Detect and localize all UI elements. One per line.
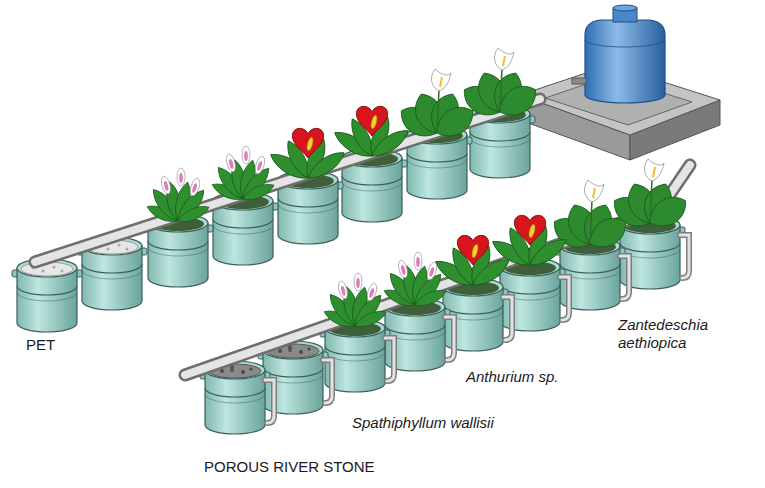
water-tank — [585, 20, 665, 103]
drip-tube — [289, 345, 292, 352]
spathiphyllum-plant — [145, 168, 211, 226]
outlet — [445, 317, 454, 360]
pot — [12, 259, 82, 332]
media-label: PET — [26, 336, 55, 354]
anthurium-plant — [432, 235, 513, 291]
outlet — [620, 256, 629, 299]
feed-pipe — [185, 165, 690, 375]
feed-pipe-shine — [185, 165, 690, 375]
lower-pot-row — [200, 216, 689, 434]
upper-plants — [145, 48, 542, 226]
outlet — [385, 338, 394, 381]
lower-plants — [322, 159, 692, 331]
outlet — [503, 297, 512, 340]
tank-ring — [585, 40, 665, 47]
outlet — [265, 380, 274, 423]
tank-cap — [613, 5, 637, 11]
species-label: Spathiphyllum wallisii — [352, 414, 494, 432]
tank-spigot — [572, 78, 586, 84]
media-label: POROUS RIVER STONE — [204, 458, 375, 476]
outlet — [680, 235, 689, 278]
anthurium-plant — [267, 128, 348, 184]
drip-tube — [231, 365, 234, 372]
species-label: Zantedeschia aethiopica — [618, 316, 758, 352]
outlet — [323, 360, 332, 403]
outlet — [560, 277, 569, 320]
spathiphyllum-plant — [210, 146, 276, 204]
species-label: Anthurium sp. — [466, 368, 559, 386]
spathiphyllum-plant — [382, 252, 448, 310]
spathiphyllum-plant — [322, 273, 388, 331]
